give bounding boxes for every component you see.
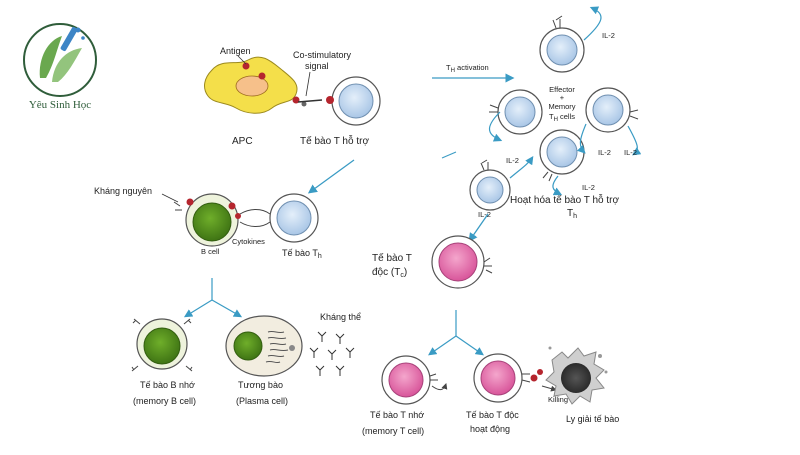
- helper-t-cell-th: [269, 193, 319, 243]
- killing-label: Killing: [548, 395, 568, 404]
- khang-nguyen-pointer: [161, 193, 179, 203]
- activated-th-cell: [585, 87, 631, 133]
- plasma-sublabel: (Plasma cell): [236, 396, 288, 406]
- logo-test-tube-icon: [60, 26, 78, 52]
- il2-arrows: [488, 6, 642, 196]
- plus-label: +: [560, 93, 565, 102]
- dash-mark: [441, 151, 457, 159]
- te-bao-th-label: Tế bào Th: [282, 248, 322, 260]
- active-cytotoxic-t-cell: [473, 353, 543, 403]
- lysed-target-cell: [545, 346, 608, 405]
- il2-label: IL-2: [624, 148, 637, 157]
- tc-label-2: độc (Tc): [372, 267, 407, 279]
- b-cell-label: B cell: [201, 247, 220, 256]
- il2-label: IL-2: [478, 210, 491, 219]
- th-activation-caption-sub: Th: [567, 208, 577, 220]
- arrow-to-tc: [468, 213, 489, 243]
- th-cell-label: Tế bào T hỗ trợ: [300, 134, 369, 147]
- th-cells-label: TH cells: [549, 112, 575, 123]
- khang-the-label: Kháng thể: [320, 312, 361, 322]
- logo-leaf-icon: [39, 36, 62, 78]
- il2-label: IL-2: [602, 31, 615, 40]
- il2-label: IL-2: [582, 183, 595, 192]
- th-activation-caption: Hoạt hóa tế bào T hỗ trợ: [510, 193, 619, 206]
- logo: Yêu Sinh Học: [23, 23, 97, 111]
- il2-receptor-icon: [480, 15, 639, 182]
- memory-t-label: Tế bào T nhớ: [370, 410, 424, 420]
- memory-label: Memory: [548, 102, 575, 111]
- cytokines-label: Cytokines: [232, 237, 265, 246]
- lysis-label: Ly giải tế bào: [566, 414, 619, 424]
- activated-th-cell: [539, 27, 585, 73]
- effector-label: Effector: [549, 85, 575, 94]
- il2-label: IL-2: [598, 148, 611, 157]
- activated-th-cell: [539, 129, 585, 175]
- memory-b-sublabel: (memory B cell): [133, 396, 196, 406]
- active-tc-sublabel: hoạt động: [470, 424, 510, 434]
- antigen-pointer: [237, 55, 247, 65]
- memory-b-label: Tế bào B nhớ: [140, 380, 195, 390]
- logo-text: Yêu Sinh Học: [29, 99, 91, 111]
- b-cell-split-arrows: [183, 278, 243, 318]
- logo-ring: [23, 23, 97, 97]
- plasma-cell: [225, 315, 303, 377]
- antigen-mhc-icon: [242, 62, 323, 107]
- apc-label: APC: [232, 136, 253, 147]
- b-cell: [173, 193, 241, 247]
- tc-split-arrows: [428, 310, 484, 356]
- memory-t-cell: [381, 355, 448, 405]
- th-activation-label: TH activation: [446, 63, 489, 74]
- arrow-to-b-activation: [307, 159, 355, 194]
- activated-th-cell: [497, 89, 543, 135]
- memory-t-sublabel: (memory T cell): [362, 426, 424, 436]
- logo-bubble-icon: [75, 27, 81, 33]
- logo-bubble-icon: [81, 36, 85, 40]
- cytotoxic-t-cell: [431, 235, 493, 289]
- costim-pointer: [305, 71, 311, 97]
- apc-cell: [204, 56, 298, 114]
- helper-t-cell: [326, 76, 381, 126]
- antigen-label: Antigen: [220, 46, 251, 56]
- logo-leaf-icon: [52, 48, 82, 82]
- plasma-label: Tương bào: [238, 380, 283, 390]
- costim-label: Co-stimulatory: [293, 50, 352, 60]
- killing-arrow: [541, 385, 557, 392]
- signal-label: signal: [305, 61, 329, 71]
- active-tc-label: Tế bào T độc: [466, 410, 519, 420]
- khang-nguyen-label: Kháng nguyên: [94, 186, 152, 196]
- activated-th-cell: [469, 169, 511, 211]
- tc-label: Tế bào T: [372, 252, 412, 264]
- antibody-icon: [309, 331, 355, 376]
- il2-label: IL-2: [506, 156, 519, 165]
- cytokine-link: [239, 209, 271, 227]
- memory-b-cell: [131, 318, 193, 372]
